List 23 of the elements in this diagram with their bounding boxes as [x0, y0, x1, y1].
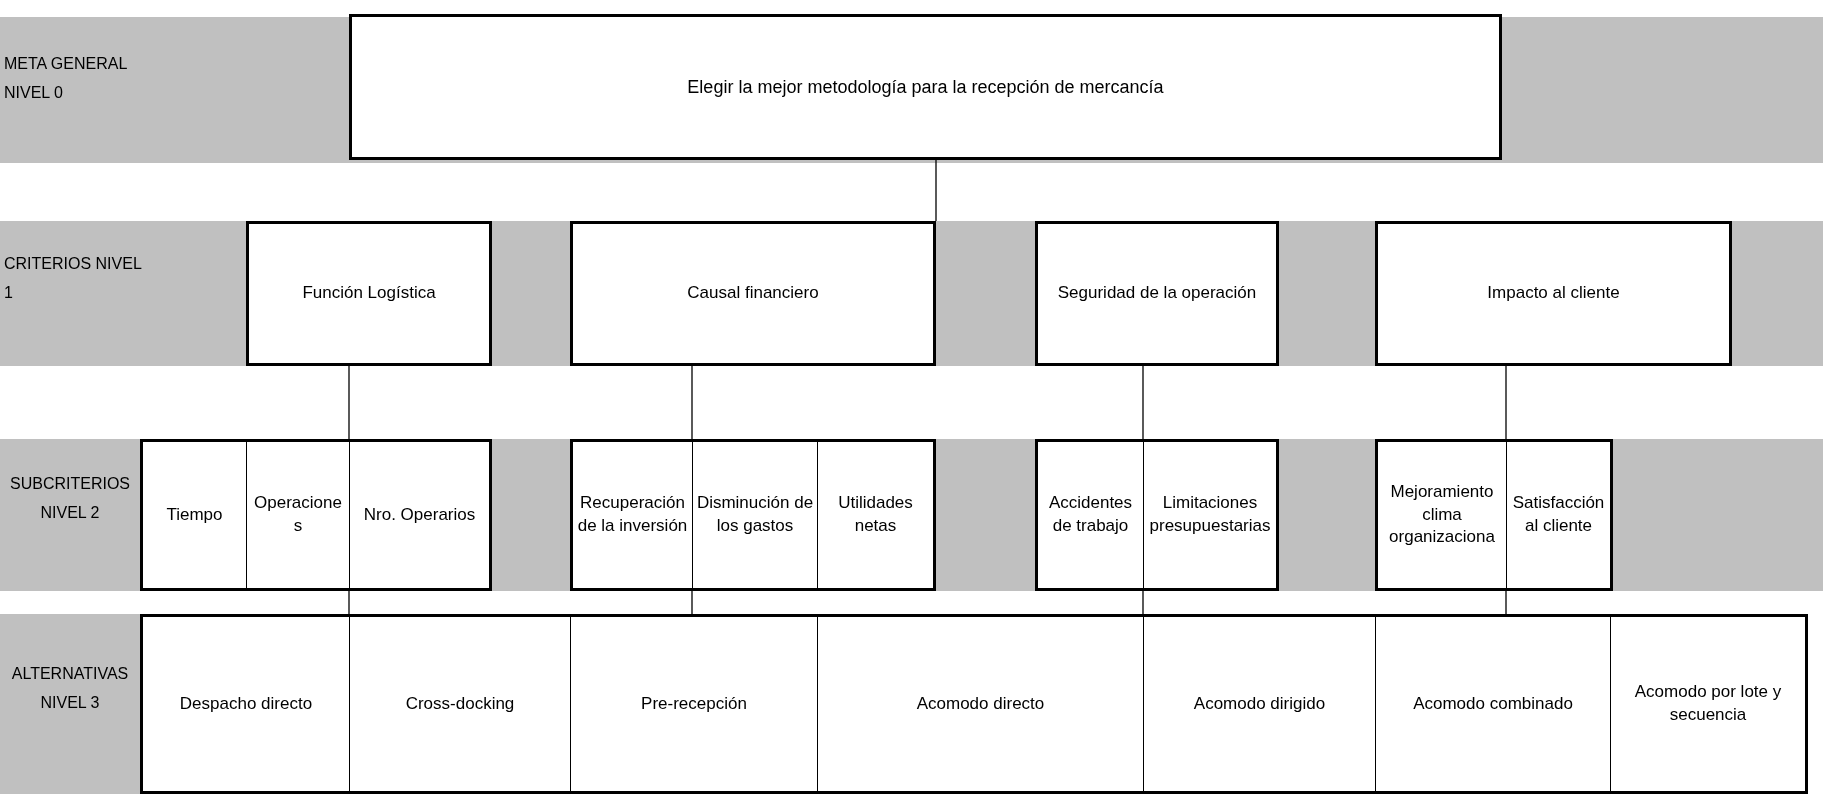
- criterion-box: Causal financiero: [570, 221, 936, 366]
- connector-line: [691, 590, 693, 615]
- level-label: CRITERIOS NIVEL 1: [4, 254, 143, 303]
- goal-box: Elegir la mejor metodología para la recepción de mercancía: [349, 14, 1502, 160]
- subcriteria-group-box: [140, 439, 492, 591]
- criterion-box: Seguridad de la operación: [1035, 221, 1279, 366]
- criterion-box: Función Logística: [246, 221, 492, 366]
- connector-line: [348, 365, 350, 440]
- level-label: ALTERNATIVAS NIVEL 3: [10, 664, 130, 713]
- subcriteria-group-box: [1375, 439, 1613, 591]
- level-label: META GENERAL NIVEL 0: [4, 54, 128, 103]
- connector-line: [1142, 365, 1144, 440]
- connector-line: [1142, 590, 1144, 615]
- subcriteria-group-box: [570, 439, 936, 591]
- connector-line: [348, 590, 350, 615]
- connector-line: [935, 159, 937, 222]
- level-label: SUBCRITERIOS NIVEL 2: [9, 474, 131, 523]
- connector-line: [1505, 590, 1507, 615]
- criterion-box: Impacto al cliente: [1375, 221, 1732, 366]
- subcriteria-group-box: [1035, 439, 1279, 591]
- connector-line: [691, 365, 693, 440]
- alternatives-row-box: [140, 614, 1808, 794]
- connector-line: [1505, 365, 1507, 440]
